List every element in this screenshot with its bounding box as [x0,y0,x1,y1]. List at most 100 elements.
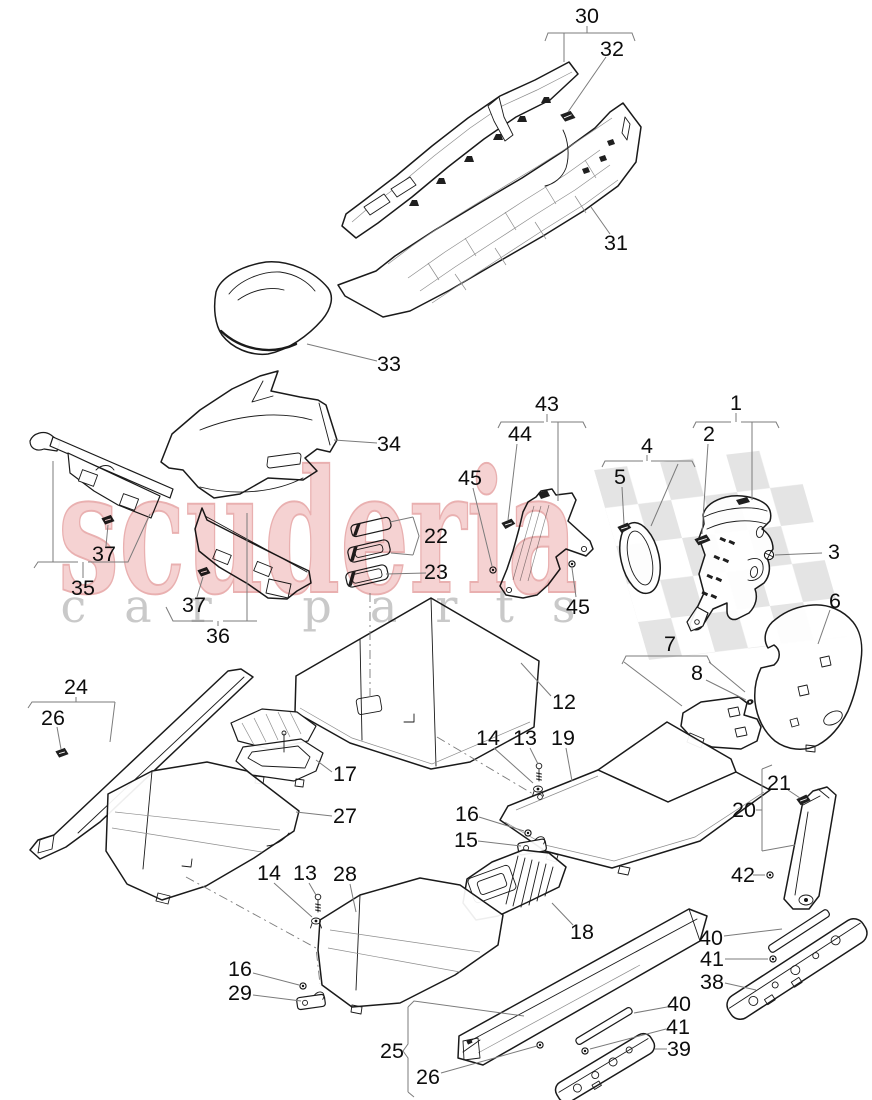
callout-leader-2 [701,443,709,535]
part-23-pad [345,564,389,588]
callout-label-25: 25 [380,1039,404,1063]
part-25-door-sill-trim [457,908,708,1066]
callout-label-2: 2 [703,422,715,446]
fastener-13-screw-left [314,893,322,913]
callout-leader-35 [33,561,78,569]
callout-leader-4 [650,463,679,527]
callout-label-41: 41 [700,947,724,971]
part-22-pad-lower [347,539,391,563]
fastener-16-right [524,829,532,837]
callout-label-26: 26 [41,706,65,730]
callout-leader-44 [507,443,518,521]
callout-label-20: 20 [732,798,756,822]
fastener-8-screw [746,699,754,705]
part-36-side-trim-panel [194,507,312,600]
callout-label-13: 13 [513,726,537,750]
part-30-console-upper-trim [341,61,579,239]
part-35-side-bracket-panel [29,431,174,519]
part-40-insert-right [768,909,830,953]
part-1-clip-studs [701,536,736,600]
part-32-clip [560,110,576,122]
fastener-14-washer-right [532,785,544,797]
exploded-parts-artwork [29,61,868,1100]
callout-leader-37 [105,524,109,547]
part-28-floor-mat [317,877,504,1015]
callout-label-40: 40 [699,926,723,950]
callout-leader-17 [315,759,333,773]
part-2-clip [694,534,711,546]
callout-label-28: 28 [333,862,357,886]
callout-leader-25 [407,1091,415,1098]
callout-label-23: 23 [424,560,448,584]
callout-leader-7 [708,661,746,693]
callout-leader-35 [88,513,151,563]
part-1-console-bracket [686,495,774,632]
part-33-console-end-cover [213,261,333,356]
fastener-41-right [769,955,777,963]
callout-label-14: 14 [476,726,500,750]
assembly-center-line-3 [185,876,321,985]
callout-leader-14 [273,882,313,918]
callout-label-45: 45 [458,466,482,490]
callout-label-27: 27 [333,804,357,828]
part-31-console-side-trim [337,102,642,318]
part-20-pillar-trim [783,786,837,910]
callout-label-35: 35 [71,576,95,600]
callout-leader-16 [478,816,525,832]
callout-label-41: 41 [666,1015,690,1039]
callout-leader-4 [601,460,643,468]
callout-leader-14 [493,747,534,784]
callout-leader-43 [551,421,587,429]
callout-leader-13 [529,747,539,765]
callout-label-8: 8 [691,661,703,685]
callout-leader-38 [724,982,757,991]
fastener-45-right [568,560,576,568]
watermark-brand-tagline: car parts [61,579,576,633]
callout-label-43: 43 [535,392,559,416]
part-24-pillar-trim-strip [29,668,254,860]
callout-label-3: 3 [828,540,840,564]
console-mounting-studs [409,97,551,206]
fastener-16-left [299,982,307,990]
callout-leader-22 [389,516,414,523]
callout-label-29: 29 [228,981,252,1005]
callout-label-13: 13 [293,861,317,885]
callout-label-7: 7 [664,632,676,656]
callout-label-16: 16 [228,957,252,981]
callout-leader-32 [567,56,607,113]
callout-label-30: 30 [575,4,599,28]
callout-leader-23 [385,572,427,575]
part-38-scuff-plate-right [726,917,868,1021]
watermark-brand-name: scuderia [58,433,578,633]
callout-leader-29 [252,994,302,1002]
part-27-floor-carpet-left [105,761,300,905]
callout-leader-37 [196,576,204,598]
callout-label-14: 14 [257,861,281,885]
callout-label-6: 6 [829,589,841,613]
callout-label-45: 45 [566,595,590,619]
callout-label-22: 22 [424,524,448,548]
fastener-3-screw [763,549,775,561]
callout-label-19: 19 [551,726,575,750]
callout-leader-26 [440,1045,538,1074]
callout-label-38: 38 [700,970,724,994]
fastener-13-screw-right [535,762,543,782]
callout-label-33: 33 [377,352,401,376]
callout-label-36: 36 [206,624,230,648]
callout-leader-33 [306,343,378,362]
callout-leader-13 [308,882,317,896]
watermark-text: scuderia car parts [57,432,579,634]
callout-label-16: 16 [455,802,479,826]
callout-label-39: 39 [667,1037,691,1061]
callout-leader-1 [692,421,731,429]
callout-leader-25 [407,1000,525,1017]
callout-leader-7 [623,661,683,707]
callout-leader-20 [761,764,773,770]
part-39-scuff-plate-left [554,1032,656,1100]
fastener-26-right [536,1041,544,1049]
part-43-mounting-bracket [499,488,594,599]
callout-leader-45 [472,487,493,567]
fastener-45-left [489,566,497,574]
callout-leader-31 [590,206,611,235]
